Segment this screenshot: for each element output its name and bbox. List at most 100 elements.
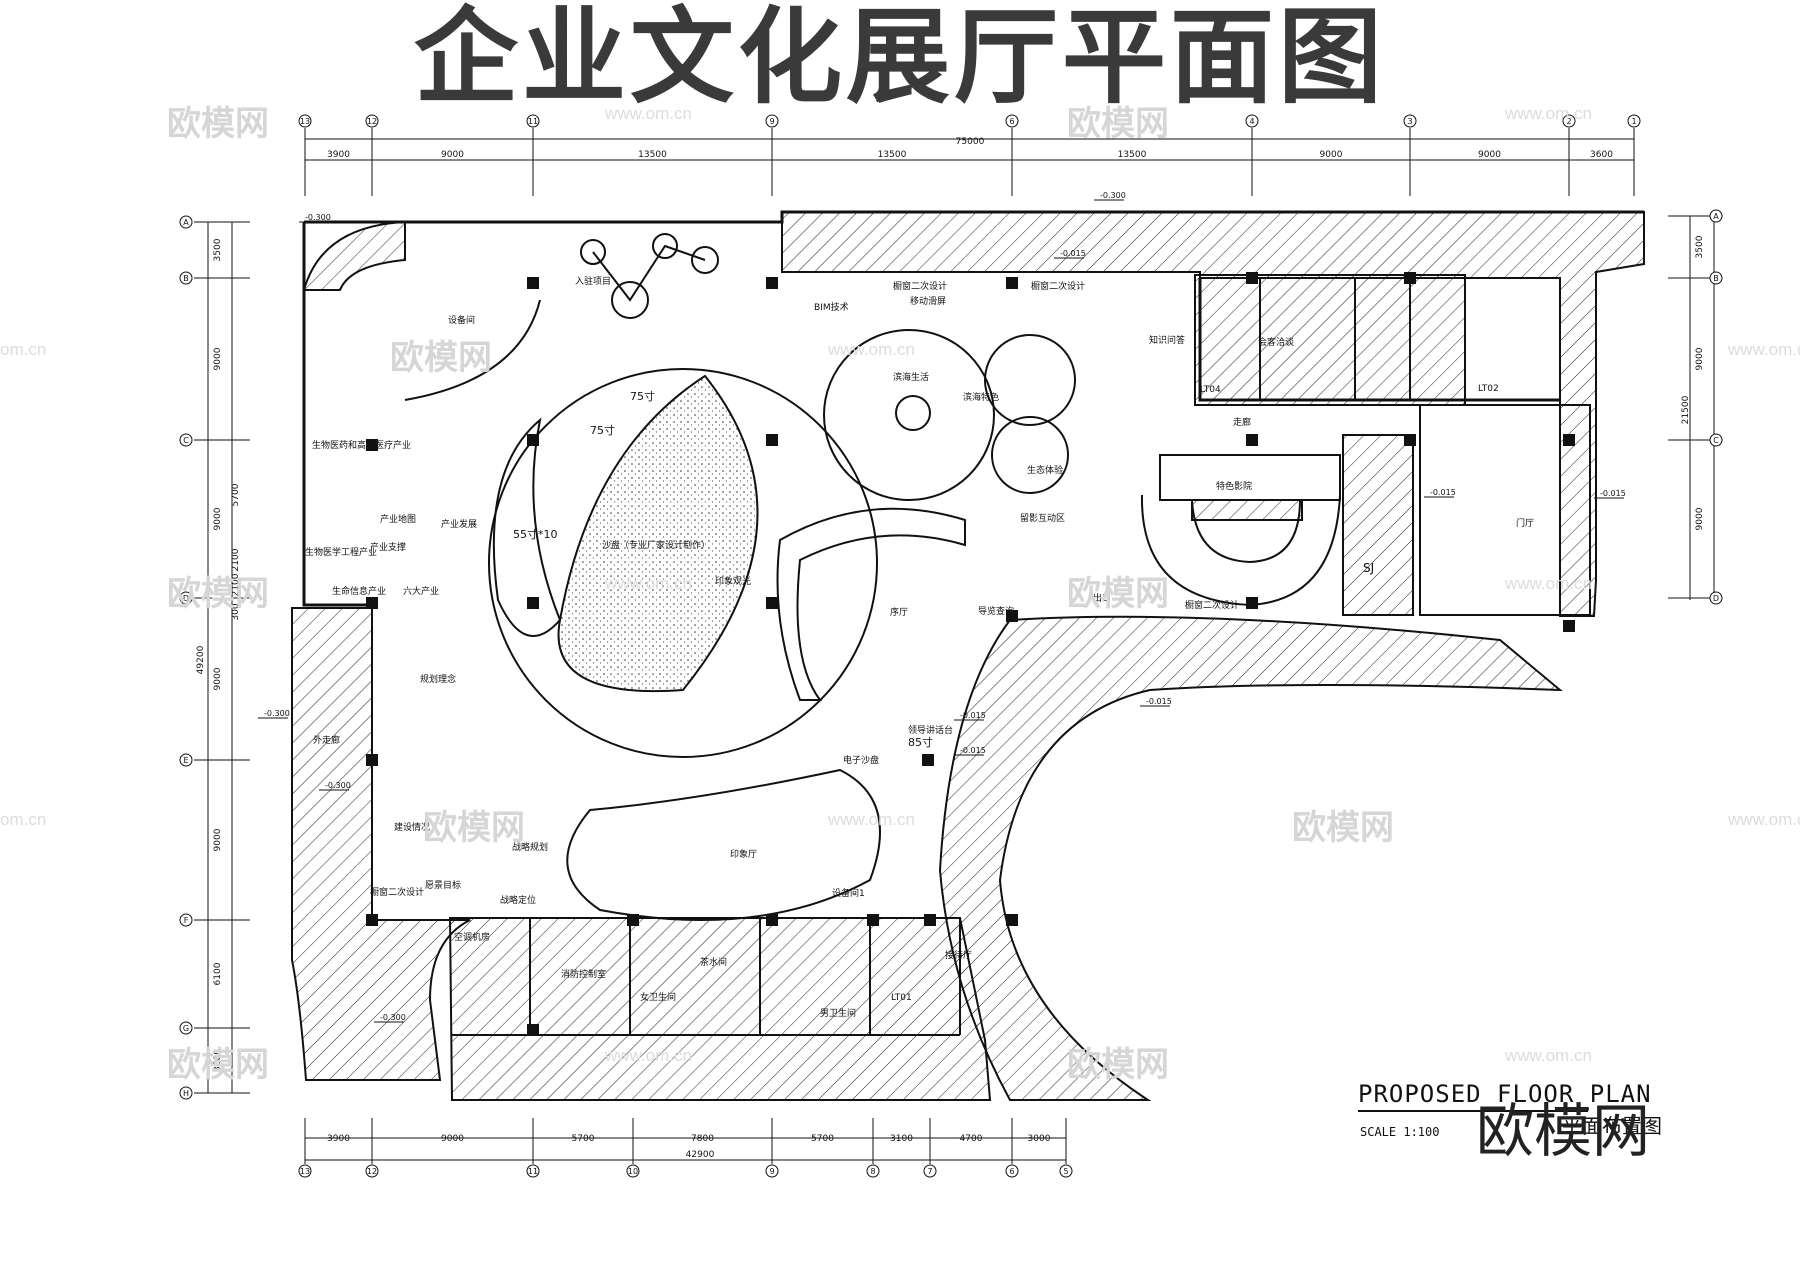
- cinema-screen: [1191, 499, 1303, 521]
- label-knowledge: 知识问答: [1149, 334, 1185, 346]
- column: [1404, 272, 1416, 284]
- left-grid-bubble-label: F: [184, 916, 189, 925]
- top-grid-bubble-circle: [526, 114, 540, 128]
- bottom-dim-text: 5700: [572, 1134, 595, 1144]
- column: [1246, 272, 1258, 284]
- bottom-dim-text: 3900: [327, 1134, 350, 1144]
- watermark-url: www.om.cn: [828, 810, 915, 829]
- label-feature-cinema: 特色影院: [1216, 480, 1252, 492]
- right-grid-bubble-circle: [1709, 433, 1723, 447]
- label-meeting: 会客洽谈: [1258, 336, 1294, 348]
- label-impression-hall: 印象厅: [730, 848, 757, 860]
- cinema-box: [1159, 454, 1341, 501]
- label-bio-med: 生物医药和高端医疗产业: [312, 439, 411, 451]
- label-lobby: 门厅: [1516, 517, 1534, 529]
- level-marker-text: -0.300: [380, 1013, 406, 1022]
- left-grid-bubble-circle: [179, 433, 193, 447]
- bottom-grid-bubble-circle: [923, 1164, 937, 1178]
- left-dim-text: 3600: [213, 1049, 223, 1072]
- entry-node-c: [611, 281, 649, 319]
- bottom-grid-bubble-circle: [365, 1164, 379, 1178]
- label-ac-room: 空调机房: [454, 931, 490, 943]
- right-grid-bubble-label: D: [1713, 594, 1719, 603]
- bottom-grid-bubble-label: 9: [769, 1167, 774, 1176]
- label-strategy: 战略规划: [512, 841, 548, 853]
- bottom-dim-text: 7800: [691, 1134, 714, 1144]
- watermark-url: www.om.cn: [1505, 104, 1592, 123]
- column: [366, 439, 378, 451]
- label-binhai-life: 滨海生活: [893, 371, 929, 383]
- label-six-industries: 六大产业: [403, 585, 439, 597]
- label-lt01: LT01: [891, 993, 912, 1003]
- column: [366, 914, 378, 926]
- left-grid-bubble-label: C: [183, 436, 189, 445]
- bottom-dim-text: 4700: [960, 1134, 983, 1144]
- bottom-grid-bubble-circle: [1059, 1164, 1073, 1178]
- watermark-brand: 欧模网: [1067, 104, 1169, 144]
- top-dim-text: 13500: [1118, 150, 1147, 160]
- curved-corridor-hatch: [938, 615, 1563, 1101]
- label-guide: 导览查询: [978, 605, 1014, 617]
- column: [766, 914, 778, 926]
- level-marker-text: -0.300: [1100, 191, 1126, 200]
- watermark-brand: 欧模网: [390, 338, 492, 378]
- bottom-grid-bubble-circle: [298, 1164, 312, 1178]
- label-male-wc: 男卫生间: [820, 1007, 856, 1019]
- top-total-text: 75000: [956, 137, 985, 147]
- right-grid-bubble-label: A: [1713, 212, 1719, 221]
- level-marker-text: -0.015: [1060, 249, 1086, 258]
- bottom-grid-bubble-label: 8: [870, 1167, 875, 1176]
- label-equipment1: 设备间1: [832, 887, 865, 899]
- watermark-brand: 欧模网: [167, 1045, 269, 1085]
- bottom-grid-bubble-label: 11: [528, 1167, 538, 1176]
- entry-node-d: [691, 246, 719, 274]
- left-dim-text: 9000: [213, 667, 223, 690]
- right-grid-bubble-circle: [1709, 209, 1723, 223]
- left-grid-bubble-label: D: [183, 594, 189, 603]
- top-grid-bubble-label: 1: [1631, 117, 1636, 126]
- left-dim-text: 3500: [213, 238, 223, 261]
- column: [527, 277, 539, 289]
- column: [366, 754, 378, 766]
- watermark-url: om.cn: [0, 810, 47, 829]
- column: [924, 914, 936, 926]
- column: [1246, 434, 1258, 446]
- top-grid-bubble-label: 3: [1407, 117, 1412, 126]
- annotation-55: 55寸*10: [513, 527, 558, 541]
- top-grid-bubble-circle: [765, 114, 779, 128]
- label-impression-light: 印象观光: [715, 575, 751, 587]
- column: [1006, 914, 1018, 926]
- column: [766, 277, 778, 289]
- top-grid-bubble-label: 13: [300, 117, 310, 126]
- left-total-text: 49200: [196, 645, 206, 674]
- label-lt02: LT02: [1478, 384, 1499, 394]
- column: [867, 914, 879, 926]
- top-dim-text: 9000: [1478, 150, 1501, 160]
- left-grid-bubble-label: B: [183, 274, 189, 283]
- bottom-dim-text: 9000: [441, 1134, 464, 1144]
- watermark-url: www.om.cn: [828, 340, 915, 359]
- label-binhai-feature: 滨海特色: [963, 391, 999, 403]
- sand-table-leaf: [557, 374, 759, 693]
- label-sj: SJ: [1363, 561, 1374, 575]
- left-inner-dim-text: 300: [231, 603, 241, 620]
- level-markers: -0.300-0.300-0.300-0.300-0.300-0.015-0.0…: [258, 191, 1626, 1023]
- left-grid-bubble-label: G: [183, 1024, 189, 1033]
- top-grid-bubble-label: 12: [367, 117, 377, 126]
- label-e-sand: 电子沙盘: [843, 754, 879, 766]
- eco-circle: [991, 416, 1069, 494]
- label-life-info: 生命信息产业: [332, 585, 386, 597]
- label-bio-eng: 生物医学工程产业: [305, 546, 377, 558]
- bottom-grid-bubble-circle: [526, 1164, 540, 1178]
- label-vision: 愿景目标: [425, 879, 461, 891]
- label-industry-dev: 产业发展: [441, 518, 477, 530]
- label-bim: BIM技术: [814, 301, 849, 313]
- watermark-brand: 欧模网: [167, 104, 269, 144]
- left-grid-bubble-circle: [179, 753, 193, 767]
- top-dim-text: 3600: [1590, 150, 1613, 160]
- watermark-brand: 欧模网: [167, 574, 269, 614]
- level-marker-text: -0.300: [305, 213, 331, 222]
- label-industry-map: 产业地图: [380, 513, 416, 525]
- left-grid-bubble-circle: [179, 215, 193, 229]
